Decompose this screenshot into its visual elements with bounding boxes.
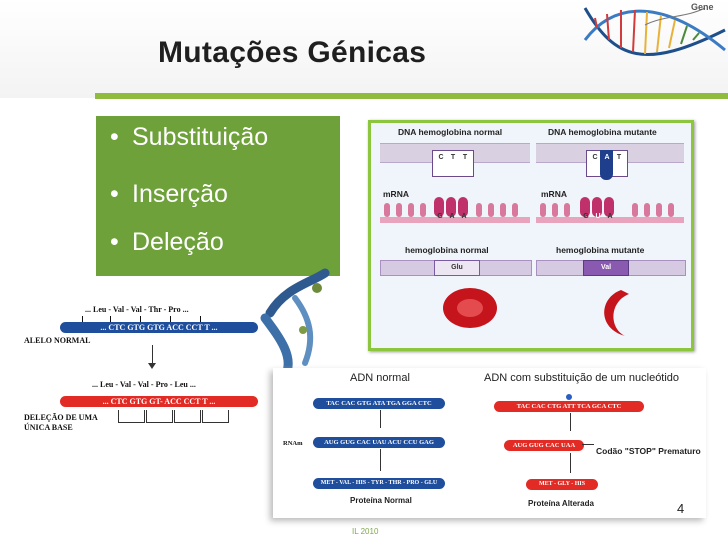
tick <box>82 316 83 322</box>
dna-normal-heading: DNA hemoglobina normal <box>398 127 503 137</box>
bullet-substituicao: •Substituição <box>110 123 269 151</box>
normal-protein-caption: Proteína Normal <box>350 496 412 505</box>
dna-normal-base-3: T <box>462 154 468 161</box>
mrna-mutant-base-3: A <box>607 213 613 220</box>
codon-bracket <box>174 410 201 423</box>
deleted-dna-bar: ... CTC GTG GT- ACC CCT T ... <box>60 396 258 407</box>
down-arrow-icon <box>570 453 571 473</box>
hb-normal-heading: hemoglobina normal <box>405 245 489 255</box>
footer-text: IL 2010 <box>352 527 379 536</box>
down-arrow-icon <box>570 413 571 431</box>
mutant-protein-chain: MET - GLY - HIS <box>526 479 598 490</box>
dna-normal-codon <box>432 150 474 177</box>
deletion-label-line1: DELEÇÃO DE UMA <box>24 413 98 422</box>
amino-mutant: Val <box>583 260 629 276</box>
mrna-mutant-label: mRNA <box>541 189 567 199</box>
arrow-head <box>148 363 156 369</box>
stop-pointer <box>582 444 594 445</box>
bullet-insercao: •Inserção <box>110 180 228 208</box>
red-blood-cell-normal-icon <box>443 288 497 328</box>
page-number: 4 <box>677 501 685 516</box>
gene-label: Gene <box>691 2 714 12</box>
dna-mutant-base-1: C <box>592 154 598 161</box>
codon-bracket <box>146 410 173 423</box>
normal-allele-label: ALELO NORMAL <box>24 336 91 345</box>
deletion-label-line2: ÚNICA BASE <box>24 423 73 432</box>
normal-dna-strand: TAC CAC GTG ATA TGA GGA CTC <box>313 398 445 409</box>
mutant-protein-caption: Proteína Alterada <box>528 499 594 508</box>
down-arrow-icon <box>380 410 381 428</box>
mrna-normal-label: mRNA <box>383 189 409 199</box>
bottom-protein-sequence: ... Leu - Val - Val - Pro - Leu ... <box>92 380 196 389</box>
adn-normal-heading: ADN normal <box>350 372 410 384</box>
mrna-normal-base-3: A <box>461 213 467 220</box>
dna-mutant-highlight <box>600 150 613 180</box>
dna-mutant-base-3: T <box>616 154 622 161</box>
normal-dna-bar: ... CTC GTG GTG ACC CCT T ... <box>60 322 258 333</box>
top-protein-sequence: ... Leu - Val - Val - Thr - Pro ... <box>85 305 189 314</box>
dna-normal-base-2: T <box>450 154 456 161</box>
amino-normal: Glu <box>434 260 480 276</box>
bullet-box <box>96 116 340 276</box>
mrna-normal-base-2: A <box>449 213 455 220</box>
dna-helix-top-icon <box>583 7 726 57</box>
mrna-normal-base-1: G <box>437 213 443 220</box>
mutation-marker <box>566 394 572 400</box>
dna-mutant-base-2: A <box>604 154 610 161</box>
mutant-dna-strand: TAC CAC CTG ATT TCA GCA CTC <box>494 401 644 412</box>
tick <box>140 316 141 322</box>
normal-protein-chain: MET - VAL - HIS - TYR - THR - PRO - GLU <box>313 478 445 489</box>
down-arrow-icon <box>152 345 153 365</box>
normal-rna-strand: AUG GUG CAC UAU ACU CCU GAG <box>313 437 445 448</box>
stop-codon-label: Codão "STOP" Prematuro <box>596 446 701 456</box>
codon-bracket <box>118 410 145 423</box>
tick <box>200 316 201 322</box>
down-arrow-icon <box>380 449 381 471</box>
mrna-mutant-base-2: U <box>595 213 601 220</box>
tick <box>110 316 111 322</box>
dna-normal-base-1: C <box>438 154 444 161</box>
sickle-cell-icon <box>604 290 629 336</box>
hb-mutant-heading: hemoglobina mutante <box>556 245 645 255</box>
dna-helix-3d-icon <box>260 268 330 378</box>
header-rule <box>95 93 728 99</box>
slide-title: Mutações Génicas <box>158 36 427 69</box>
mrna-normal-strand <box>380 197 530 223</box>
bullet-delecao: •Deleção <box>110 228 224 256</box>
rnam-label: RNAm <box>283 440 303 447</box>
dna-mutant-heading: DNA hemoglobina mutante <box>548 127 657 137</box>
mrna-mutant-strand <box>536 197 684 223</box>
mutant-rna-strand: AUG GUG CAC UAA <box>504 440 584 451</box>
tick <box>170 316 171 322</box>
mrna-mutant-base-1: G <box>583 213 589 220</box>
codon-bracket <box>202 410 229 423</box>
adn-subst-heading: ADN com substituição de um nucleótido <box>484 372 680 384</box>
